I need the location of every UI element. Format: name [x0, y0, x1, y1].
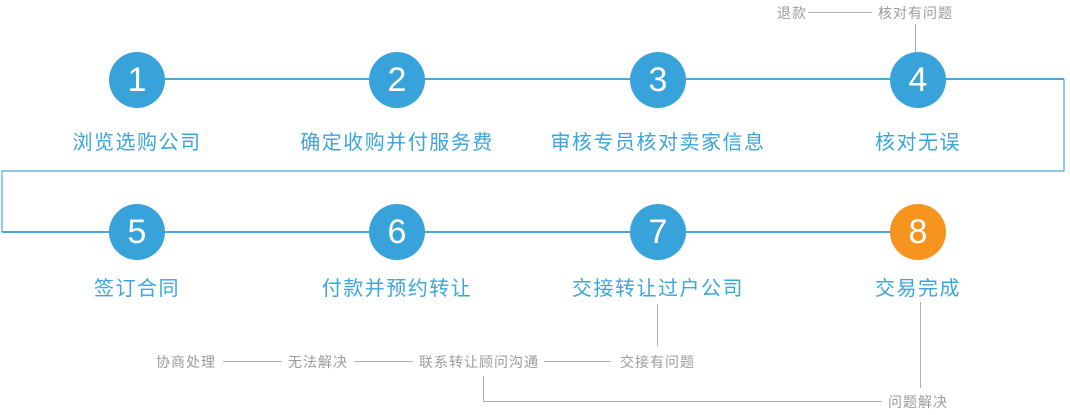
step-4-label: 核对无误 — [875, 132, 961, 154]
step-3-circle: 3 — [630, 52, 686, 108]
step-7-label: 交接转让过户公司 — [572, 278, 744, 300]
flow-line-wrap — [1, 79, 1065, 232]
step-2-label: 确定收购并付服务费 — [300, 132, 494, 154]
note-handover-problem: 交接有问题 — [620, 354, 695, 370]
step-1-label: 浏览选购公司 — [72, 132, 202, 154]
step-8-circle: 8 — [890, 204, 946, 260]
note-check-problem: 核对有问题 — [878, 5, 953, 21]
step-1-circle: 1 — [109, 52, 165, 108]
note-contact-advisor: 联系转让顾问沟通 — [419, 354, 539, 370]
step-8-number: 8 — [908, 213, 928, 251]
step-6-number: 6 — [387, 213, 407, 251]
step-3-number: 3 — [648, 61, 668, 99]
step-5-circle: 5 — [109, 204, 165, 260]
step-1-number: 1 — [127, 61, 147, 99]
step-6-circle: 6 — [369, 204, 425, 260]
step-2-number: 2 — [387, 61, 407, 99]
step-2-circle: 2 — [369, 52, 425, 108]
note-unsolvable: 无法解决 — [288, 354, 348, 370]
step-4-number: 4 — [908, 61, 928, 99]
contact-solved-link-line — [483, 376, 882, 402]
step-7-circle: 7 — [630, 204, 686, 260]
step-7-number: 7 — [648, 213, 668, 251]
step-5-number: 5 — [127, 213, 147, 251]
note-negotiate: 协商处理 — [156, 354, 216, 370]
note-refund: 退款 — [777, 5, 807, 21]
step-3-label: 审核专员核对卖家信息 — [550, 132, 766, 154]
step-5-label: 签订合同 — [94, 278, 180, 300]
step-6-label: 付款并预约转让 — [321, 278, 473, 300]
step-4-circle: 4 — [890, 52, 946, 108]
step-8-label: 交易完成 — [875, 278, 961, 300]
note-problem-solved: 问题解决 — [888, 394, 948, 410]
